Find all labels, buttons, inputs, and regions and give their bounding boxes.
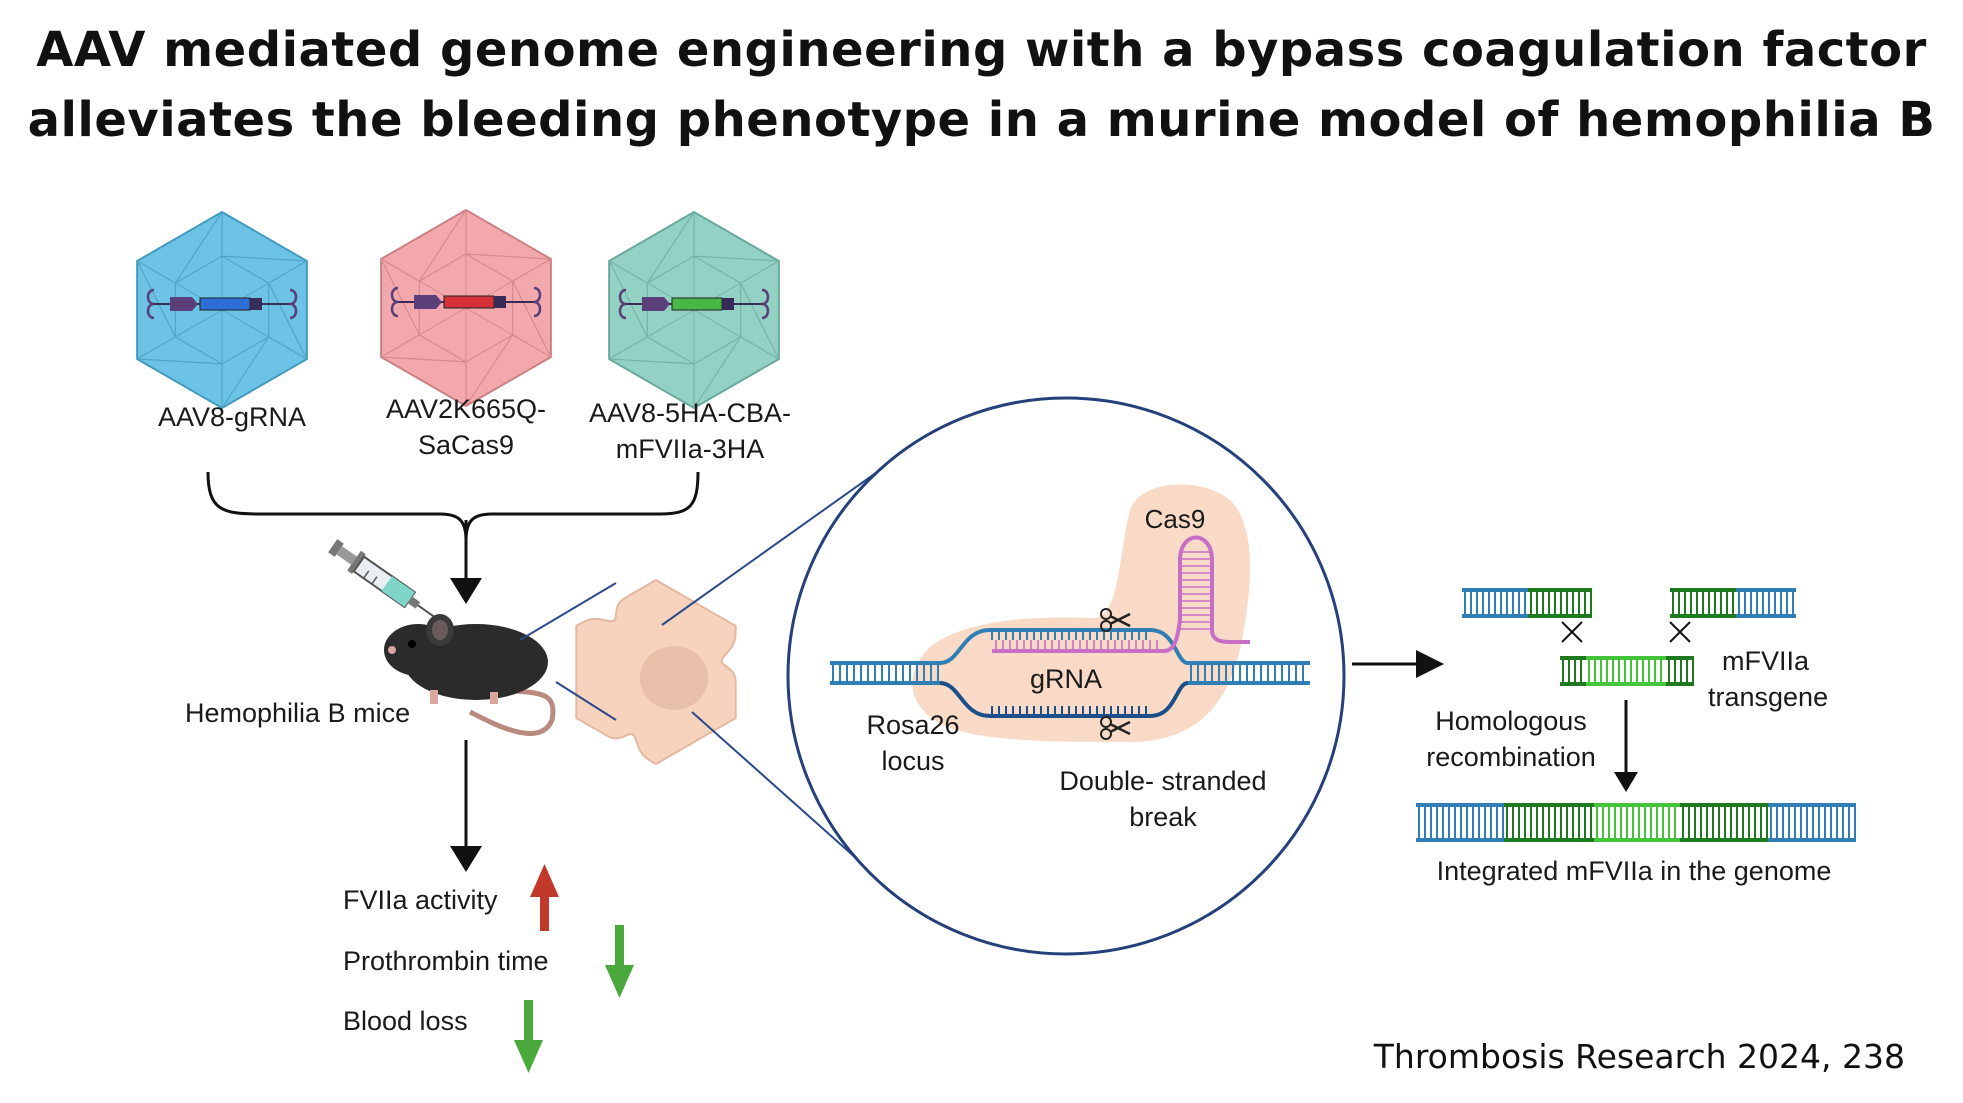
outcome-pt-label: Prothrombin time — [343, 946, 549, 976]
grna-label: gRNA — [1030, 664, 1102, 694]
arrowhead-to-outcomes — [450, 846, 482, 872]
title-line-2: alleviates the bleeding phenotype in a m… — [27, 92, 1936, 148]
hepatocyte-cell — [575, 578, 737, 766]
grna-strand — [992, 535, 1250, 653]
hr-label-line1: Homologous — [1435, 706, 1587, 736]
transgene-label-line1: mFVIIa — [1722, 646, 1810, 676]
scissors-icon — [1100, 716, 1131, 740]
down-arrow-icon — [605, 925, 634, 998]
vector-label-sacas9-line1: AAV2K665Q- — [386, 394, 546, 424]
cas9-protein-blob — [912, 484, 1250, 742]
combining-brace — [206, 471, 700, 541]
zoom-line-bottom-left — [555, 681, 617, 721]
syringe-icon — [328, 539, 442, 623]
down-arrow-icon — [514, 1000, 543, 1073]
crossover-mark — [1669, 621, 1691, 643]
arrowhead-to-recombination — [1416, 650, 1444, 678]
title-line-1: AAV mediated genome engineering with a b… — [36, 22, 1927, 78]
locus-label-line1: Rosa26 — [866, 710, 959, 740]
aav-capsid-2 — [380, 208, 552, 408]
aav-capsid-3 — [608, 210, 780, 410]
up-arrow-icon — [530, 864, 559, 931]
arrowhead-to-mice — [450, 578, 482, 604]
crossover-mark — [1561, 621, 1583, 643]
vector-label-mfviia-line1: AAV8-5HA-CBA- — [589, 398, 791, 428]
aav-capsid-1 — [136, 210, 308, 410]
scissors-icon — [1100, 608, 1131, 632]
outcome-fviia-label: FVIIa activity — [343, 885, 498, 915]
transgene-label-line2: transgene — [1708, 682, 1828, 712]
rosa26-dna — [830, 628, 1310, 718]
cas9-label: Cas9 — [1145, 504, 1206, 534]
mice-label: Hemophilia B mice — [185, 698, 410, 728]
vector-label-aav8-grna: AAV8-gRNA — [158, 402, 306, 432]
citation: Thrombosis Research 2024, 238 — [1373, 1037, 1905, 1076]
locus-label-line2: locus — [881, 746, 944, 776]
aav-vectors-group — [136, 208, 780, 410]
zoom-line-upper — [661, 459, 895, 626]
outcome-bloodloss-label: Blood loss — [343, 1006, 468, 1036]
break-label-line1: Double- stranded — [1059, 766, 1266, 796]
hr-label-line2: recombination — [1426, 742, 1596, 772]
vector-label-mfviia-line2: mFVIIa-3HA — [616, 434, 765, 464]
break-label-line2: break — [1129, 802, 1197, 832]
result-label: Integrated mFVIIa in the genome — [1437, 856, 1832, 886]
mouse-icon — [384, 614, 556, 736]
recombination-dna — [1416, 588, 1856, 842]
zoom-line-top — [519, 582, 617, 641]
arrowhead-hr — [1614, 772, 1638, 792]
vector-label-sacas9-line2: SaCas9 — [418, 430, 514, 460]
